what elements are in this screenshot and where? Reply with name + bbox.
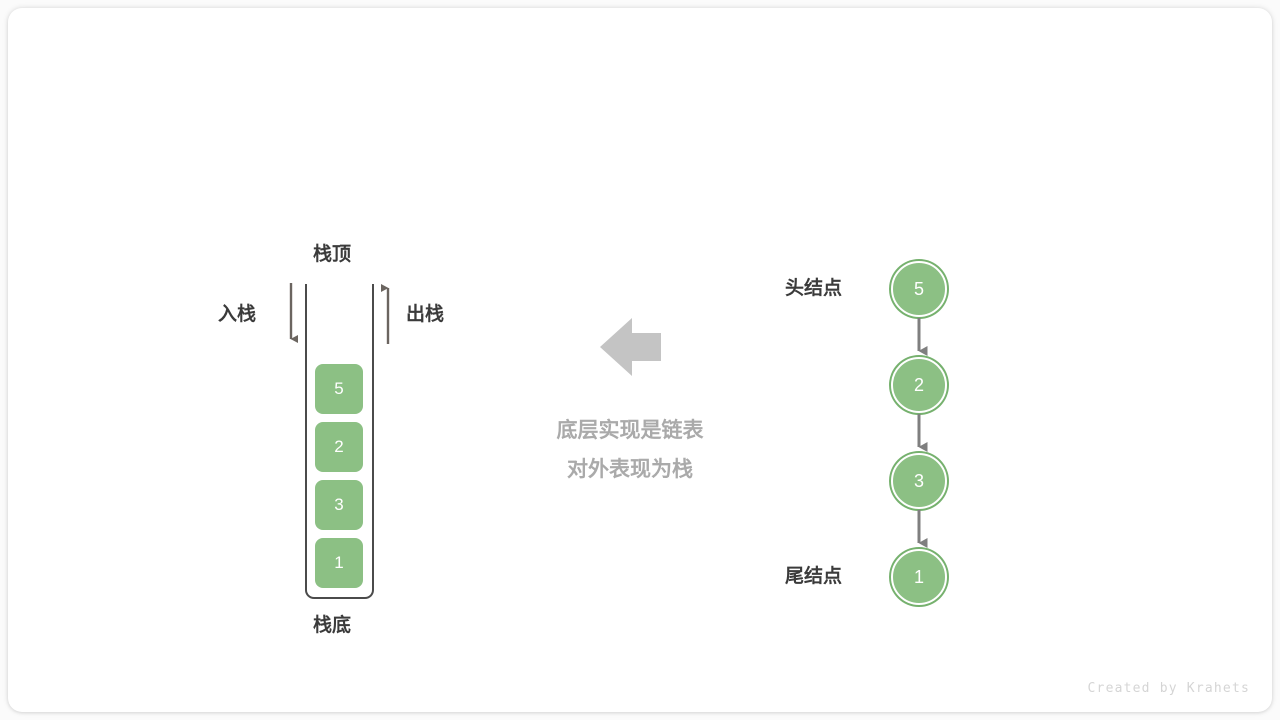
stack-item: 2 [315,422,363,472]
tail-node-label: 尾结点 [785,565,843,587]
list-node: 3 [891,453,947,509]
stack-bottom-label: 栈底 [313,614,352,636]
list-node: 1 [891,549,947,605]
stack-item: 3 [315,480,363,530]
push-label: 入栈 [218,303,257,325]
watermark-credit: Created by Krahets [1087,681,1250,696]
head-node-label: 头结点 [785,277,843,299]
center-caption-line-2: 对外表现为栈 [567,457,693,481]
pop-label: 出栈 [406,303,445,325]
list-node: 5 [891,261,947,317]
stack-items-list: 5 2 3 1 [315,364,363,588]
stack-item: 5 [315,364,363,414]
stack-item: 1 [315,538,363,588]
left-arrow-icon [600,318,661,376]
list-node: 2 [891,357,947,413]
stack-container [305,284,374,599]
stack-top-label: 栈顶 [313,243,352,265]
center-caption-line-1: 底层实现是链表 [556,418,704,442]
